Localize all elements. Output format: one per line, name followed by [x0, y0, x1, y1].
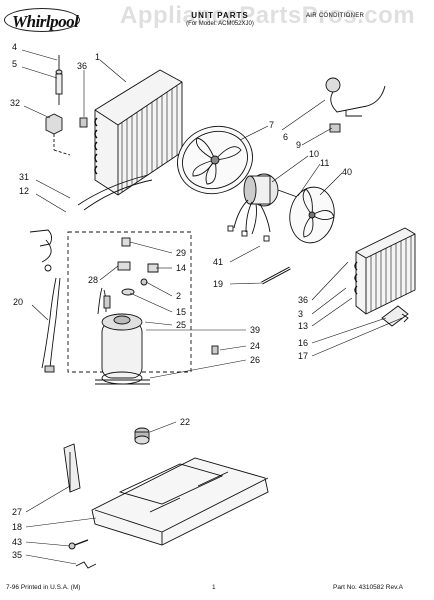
callout-15: 15	[176, 307, 186, 317]
callout-31: 31	[19, 172, 29, 182]
callout-2: 2	[176, 291, 181, 301]
fan-motor	[227, 173, 301, 242]
callout-7: 7	[269, 120, 274, 130]
callout-10: 10	[309, 149, 319, 159]
motor-mount	[325, 77, 386, 133]
model-subtitle: (For Model: ACM052XJ0)	[186, 21, 254, 27]
mounting-bracket	[63, 443, 81, 493]
callout-18: 18	[12, 522, 22, 532]
refrigerant-tubing	[29, 174, 153, 272]
condenser-fan-blade	[289, 186, 335, 244]
callout-9: 9	[296, 140, 301, 150]
callout-22: 22	[180, 417, 190, 427]
power-cord	[41, 277, 61, 373]
footer-page-number: 1	[212, 584, 216, 591]
footer-part-number: Part No. 4310582 Rev.A	[333, 584, 403, 591]
footer-print-info: 7-96 Printed in U.S.A. (M)	[6, 584, 81, 591]
compressor	[95, 287, 150, 385]
callout-5: 5	[12, 59, 17, 69]
evaporator-coil	[354, 227, 416, 315]
callout-35: 35	[12, 550, 22, 560]
callout-20: 20	[13, 297, 23, 307]
product-label: AIR CONDITIONER	[306, 13, 365, 19]
callout-3: 3	[298, 309, 303, 319]
callout-29: 29	[176, 248, 186, 258]
fan-shaft	[261, 266, 291, 285]
compressor-grommet	[134, 427, 150, 445]
callout-labels: 4 5 36 1 32 7 6 9 10 11 40 31 12 29 14 2…	[10, 42, 352, 560]
callout-25: 25	[176, 320, 186, 330]
callout-27: 27	[12, 507, 22, 517]
brand-logo: Whirlpool	[12, 12, 79, 31]
base-pan	[91, 457, 269, 546]
callout-39: 39	[250, 325, 260, 335]
callout-16: 16	[298, 338, 308, 348]
callout-19: 19	[213, 279, 223, 289]
drain-pan-parts	[381, 305, 409, 327]
callout-26: 26	[250, 355, 260, 365]
callout-40: 40	[342, 167, 352, 177]
callout-12: 12	[19, 186, 29, 196]
callout-36b: 36	[298, 295, 308, 305]
callout-13: 13	[298, 321, 308, 331]
valve-parts	[45, 55, 88, 156]
callout-36: 36	[77, 61, 87, 71]
page-title: UNIT PARTS	[191, 11, 249, 20]
condenser-coil	[94, 69, 183, 196]
callout-32: 32	[10, 98, 20, 108]
blower-wheel	[177, 125, 253, 195]
callout-24: 24	[250, 341, 260, 351]
brand-logo-ring	[4, 8, 80, 32]
callout-11: 11	[320, 158, 329, 168]
watermark: AppliancePartsPros.com	[120, 2, 416, 29]
callout-41: 41	[213, 257, 223, 267]
callout-1: 1	[95, 52, 100, 62]
fasteners	[68, 539, 97, 569]
callout-6: 6	[283, 132, 288, 142]
callout-43: 43	[12, 537, 22, 547]
callout-17: 17	[298, 351, 308, 361]
callout-28: 28	[88, 275, 98, 285]
callout-14: 14	[176, 263, 186, 273]
callout-4: 4	[12, 42, 17, 52]
